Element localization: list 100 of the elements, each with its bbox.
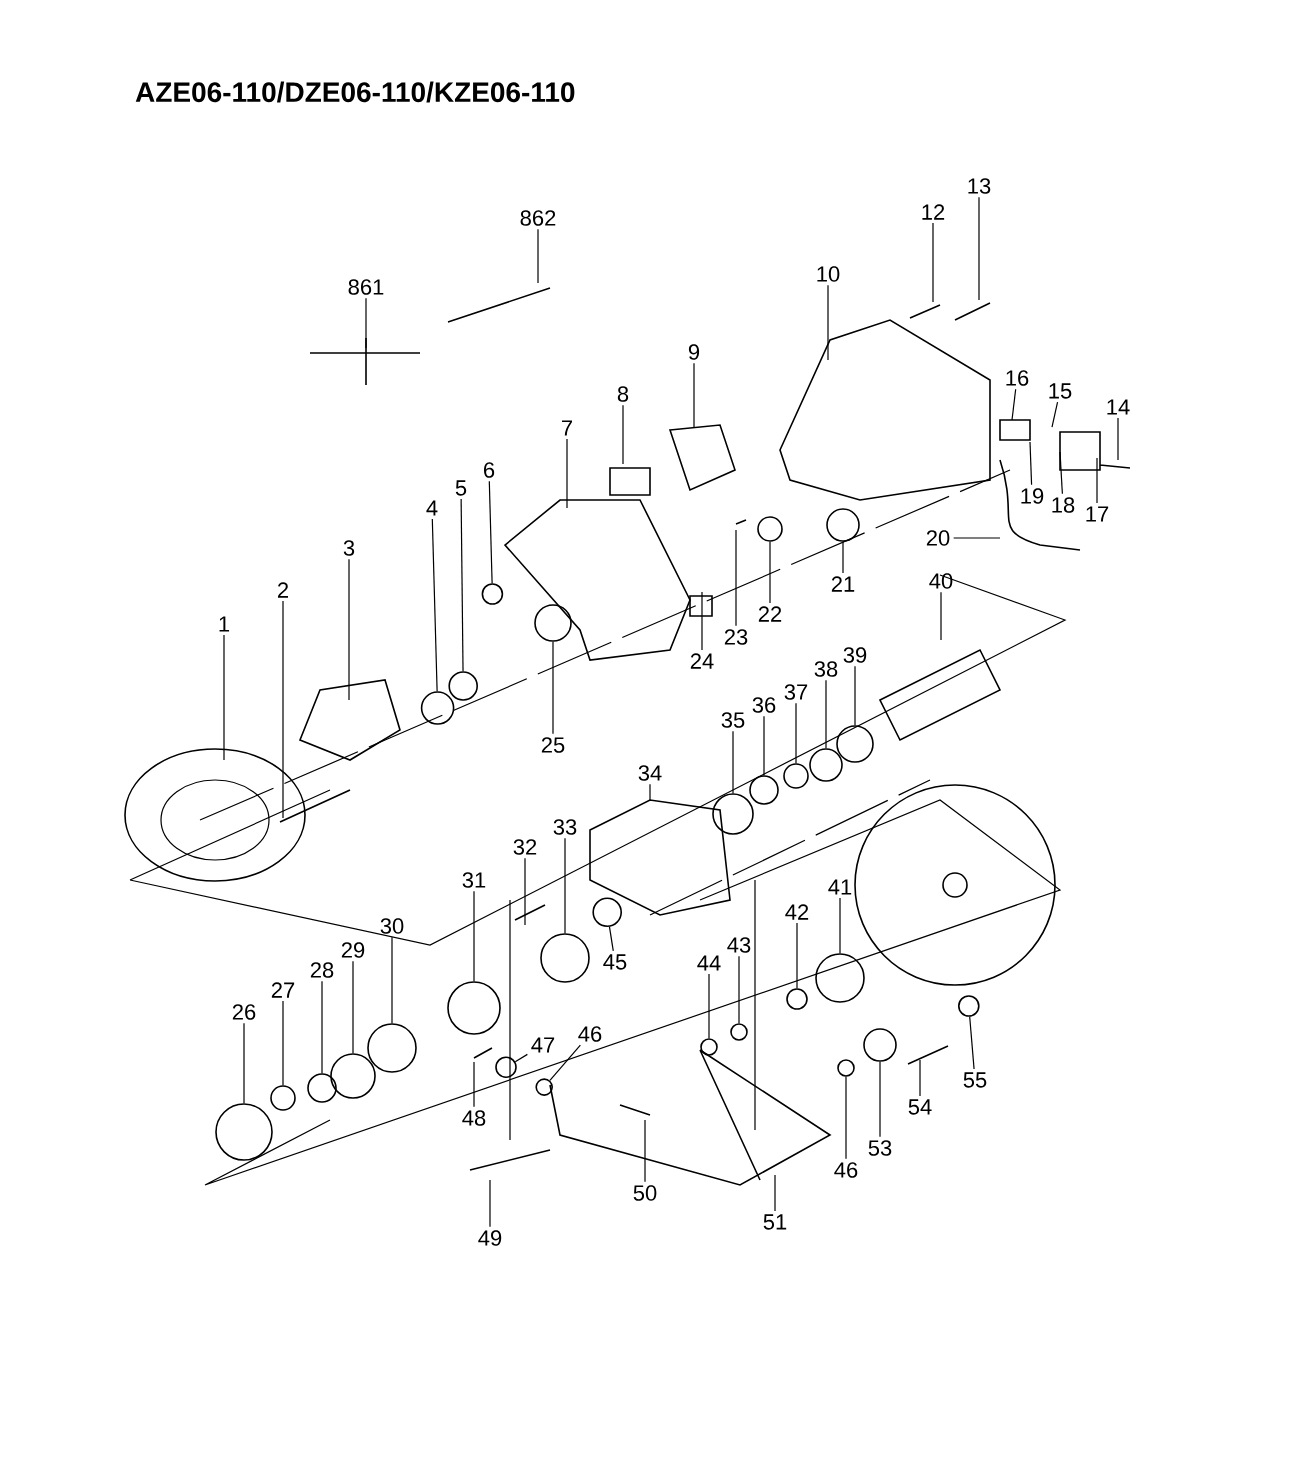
callout-number: 20 — [926, 530, 950, 546]
leader-line — [827, 284, 829, 361]
leader-line — [693, 362, 695, 429]
callout-number: 48 — [462, 1110, 486, 1126]
callout-number: 861 — [348, 279, 384, 295]
leader-line — [732, 730, 734, 794]
leader-line — [763, 715, 765, 776]
leader-line — [1011, 388, 1017, 421]
leader-line — [608, 926, 614, 952]
leader-line — [795, 702, 797, 764]
callout-number: 34 — [638, 765, 662, 781]
washer-part — [786, 988, 808, 1010]
callout-number: 12 — [922, 204, 945, 220]
leader-line — [649, 783, 651, 801]
leader-line — [845, 1076, 847, 1160]
callout-number: 16 — [1006, 370, 1029, 386]
callout-number: 19 — [1021, 488, 1044, 504]
leader-line — [488, 480, 493, 584]
callout-number: 55 — [963, 1072, 987, 1088]
washer-part — [836, 725, 874, 763]
callout-number: 862 — [520, 210, 556, 226]
callout-number: 10 — [817, 266, 840, 282]
callout-number: 23 — [724, 629, 748, 645]
leader-line — [708, 973, 710, 1039]
washer-part — [215, 1103, 273, 1161]
washer-part — [495, 1056, 517, 1078]
leader-line — [1117, 417, 1119, 461]
callout-number: 31 — [462, 872, 486, 888]
leader-line — [919, 1059, 921, 1097]
leader-line — [243, 1022, 245, 1104]
callout-number: 21 — [831, 576, 855, 592]
leader-line — [738, 955, 740, 1024]
callout-number: 29 — [341, 942, 365, 958]
leader-line — [431, 518, 438, 692]
leader-line — [1059, 451, 1063, 495]
washer-part — [534, 604, 572, 642]
callout-number: 51 — [763, 1214, 787, 1230]
callout-number: 54 — [908, 1099, 932, 1115]
callout-number: 24 — [690, 653, 714, 669]
callout-number: 53 — [868, 1140, 892, 1156]
callout-number: 14 — [1107, 399, 1130, 415]
washer-part — [270, 1085, 296, 1111]
callout-number: 39 — [843, 647, 867, 663]
washer-part — [749, 775, 779, 805]
leader-line — [940, 591, 942, 641]
callout-number: 9 — [688, 344, 700, 360]
callout-number: 17 — [1086, 506, 1109, 522]
callout-number: 3 — [343, 540, 355, 556]
leader-line — [223, 634, 225, 761]
callout-number: 50 — [633, 1185, 657, 1201]
callout-number: 25 — [541, 737, 565, 753]
leader-line — [489, 1179, 491, 1228]
leader-line — [460, 498, 464, 672]
callout-number: 7 — [562, 420, 572, 436]
callout-number: 1 — [219, 616, 230, 632]
washer-part — [837, 1059, 855, 1077]
washer-part — [307, 1073, 337, 1103]
callout-number: 30 — [380, 918, 404, 934]
leader-line — [473, 890, 475, 982]
callout-number: 2 — [278, 582, 288, 598]
leader-line — [953, 537, 1001, 539]
title: AZE06-110/DZE06-110/KZE06-110 — [135, 81, 575, 103]
washer-part — [863, 1028, 897, 1062]
leader-line — [391, 936, 393, 1024]
callout-number: 49 — [478, 1230, 502, 1246]
callout-number: 18 — [1052, 497, 1075, 513]
leader-line — [796, 922, 798, 989]
washer-part — [815, 953, 865, 1003]
leader-line — [524, 857, 526, 926]
callout-number: 40 — [929, 573, 953, 589]
callout-number: 22 — [758, 606, 782, 622]
leader-line — [473, 1061, 475, 1108]
leader-line — [282, 600, 284, 819]
leader-line — [564, 837, 566, 934]
callout-number: 4 — [426, 500, 438, 516]
callout-number: 15 — [1049, 383, 1072, 399]
washer-part — [420, 691, 455, 725]
leader-line — [839, 897, 841, 954]
leader-line — [842, 541, 844, 574]
leader-line — [932, 222, 934, 303]
washer-part — [826, 508, 860, 542]
callout-number: 36 — [752, 697, 776, 713]
leader-line — [978, 196, 980, 301]
washer-part — [481, 583, 504, 605]
callout-number: 38 — [814, 661, 838, 677]
washer-part — [958, 995, 980, 1017]
callout-number: 8 — [617, 386, 629, 402]
leader-line — [552, 641, 554, 735]
washer-part — [330, 1053, 376, 1099]
leader-line — [854, 665, 856, 726]
leader-line — [825, 679, 827, 749]
callout-number: 6 — [484, 462, 495, 478]
leader-line — [282, 1000, 284, 1086]
leader-line — [348, 558, 350, 701]
callout-number: 45 — [603, 954, 627, 970]
callout-number: 44 — [697, 955, 721, 971]
leader-line — [969, 1016, 975, 1070]
leader-line — [735, 529, 737, 627]
leader-line — [365, 297, 367, 349]
leader-line — [769, 541, 771, 604]
